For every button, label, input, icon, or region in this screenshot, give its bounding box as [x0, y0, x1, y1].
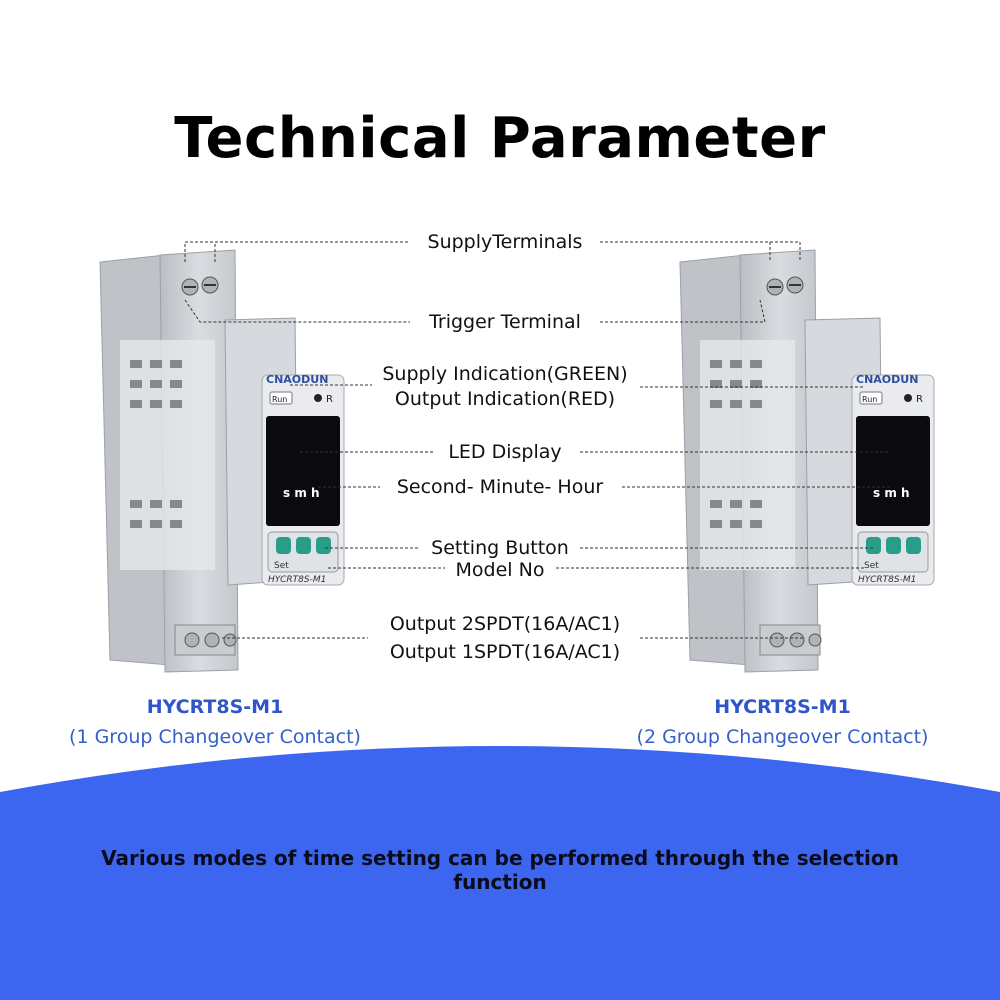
display-units-text: s m h	[283, 486, 320, 500]
model-description: (2 Group Changeover Contact)	[636, 726, 929, 748]
run-text: Run	[862, 395, 877, 404]
label-supply-indication: Supply Indication(GREEN)	[382, 363, 628, 385]
footer-text: Various modes of time setting can be per…	[101, 846, 899, 894]
model-name: HYCRT8S-M1	[714, 696, 851, 718]
set-text: Set	[274, 561, 289, 571]
label-supply-terminals: SupplyTerminals	[427, 231, 583, 253]
model-text: HYCRT8S-M1	[858, 575, 916, 585]
left-relay-device: CNAODUN Run R s m h Set HYCRT8S-M1	[99, 249, 345, 673]
right-relay-device: CNAODUN Run R s m h Set HYCRT8S-M1	[679, 249, 935, 673]
label-output-2spdt: Output 2SPDT(16A/AC1)	[389, 613, 621, 635]
label-trigger-terminal: Trigger Terminal	[429, 311, 581, 333]
model-description: (1 Group Changeover Contact)	[69, 726, 361, 748]
label-model-no: Model No	[455, 559, 545, 581]
brand-logo: CNAODUN	[856, 373, 918, 386]
label-led-display: LED Display	[448, 441, 562, 463]
model-name: HYCRT8S-M1	[146, 696, 284, 718]
page-title: Technical Parameter	[174, 105, 826, 171]
r-text: R	[326, 394, 333, 405]
model-caption-right: HYCRT8S-M1 (2 Group Changeover Contact)	[605, 696, 960, 748]
label-time-units: Second- Minute- Hour	[396, 476, 604, 498]
model-caption-left: HYCRT8S-M1 (1 Group Changeover Contact)	[40, 696, 390, 748]
display-units-text: s m h	[873, 486, 910, 500]
label-setting-button: Setting Button	[431, 537, 569, 559]
label-output-indication: Output Indication(RED)	[394, 388, 616, 410]
label-output-1spdt: Output 1SPDT(16A/AC1)	[389, 641, 621, 663]
set-text: Set	[864, 561, 879, 571]
brand-logo: CNAODUN	[266, 373, 328, 386]
callout-lines	[184, 241, 892, 639]
model-text: HYCRT8S-M1	[268, 575, 326, 585]
r-text: R	[916, 394, 923, 405]
run-text: Run	[272, 395, 287, 404]
